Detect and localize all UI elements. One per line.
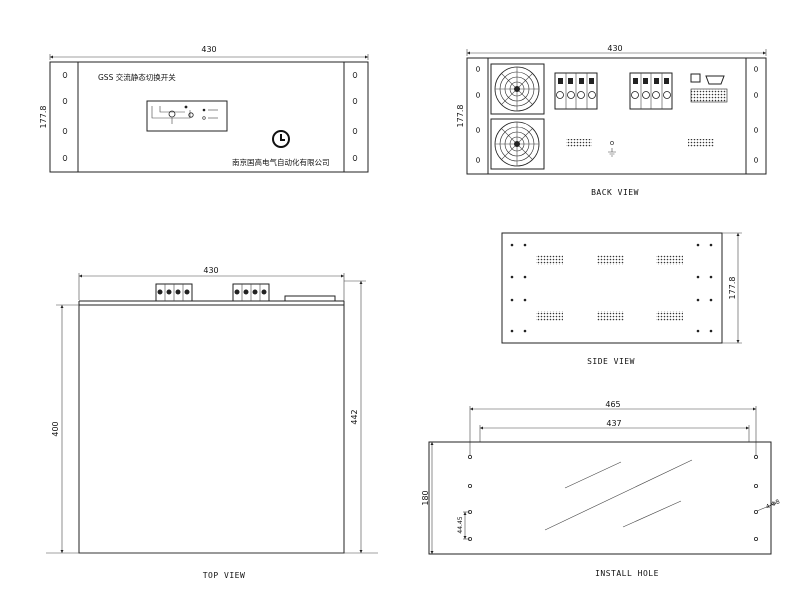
ground-icon [608,141,616,157]
back-view: 430 177.8 [456,44,767,197]
back-view-caption: BACK VIEW [591,188,639,197]
side-view: 177.8 SIDE VIEW [501,232,742,366]
back-height-dim: 177.8 [456,105,465,128]
side-view-caption: SIDE VIEW [587,357,635,366]
power-switch-icon [272,130,290,148]
install-height-dim: 180 [421,490,430,505]
install-hole-view: 465 437 180 44.45 4-Φ8 INSTALL HOLE [421,400,781,578]
fan-icon [490,118,545,170]
vent-slot [536,311,563,321]
terminal-block-icon [554,72,598,110]
vent-slot [656,311,683,321]
hole-dim: 4-Φ8 [765,498,781,511]
vent-slot [536,255,563,265]
front-width-dim: 430 [201,45,216,54]
product-label: GSS 交流静态切换开关 [98,72,176,82]
side-height-dim: 177.8 [728,277,737,300]
vent-slot [656,255,683,265]
comm-port [690,73,728,103]
control-panel [146,100,228,132]
back-width-dim: 430 [607,44,622,53]
front-height-dim: 177.8 [39,106,48,129]
terminal-block-icon [629,72,673,110]
inner-width-dim: 437 [606,419,621,428]
vent-slot [597,311,624,321]
top-width-dim: 430 [203,266,218,275]
install-hole-caption: INSTALL HOLE [595,569,659,578]
pitch-dim: 44.45 [457,516,464,533]
front-view: 430 177.8 GSS 交流静态切换开关 南京国高电气自动化有限 [39,45,369,173]
fan-icon [490,63,545,115]
company-name: 南京国高电气自动化有限公司 [232,157,330,167]
vent-slot [688,139,714,147]
top-view-caption: TOP VIEW [203,571,246,580]
terminal-block-icon [155,283,193,302]
vent-slot [566,139,592,147]
top-view: 430 400 442 TOP VIEW [46,266,378,580]
outer-width-dim: 465 [605,400,620,409]
terminal-block-icon [232,283,270,302]
vent-slot [597,255,624,265]
top-depth-dim-right: 442 [350,409,359,424]
top-depth-dim-left: 400 [51,421,60,436]
